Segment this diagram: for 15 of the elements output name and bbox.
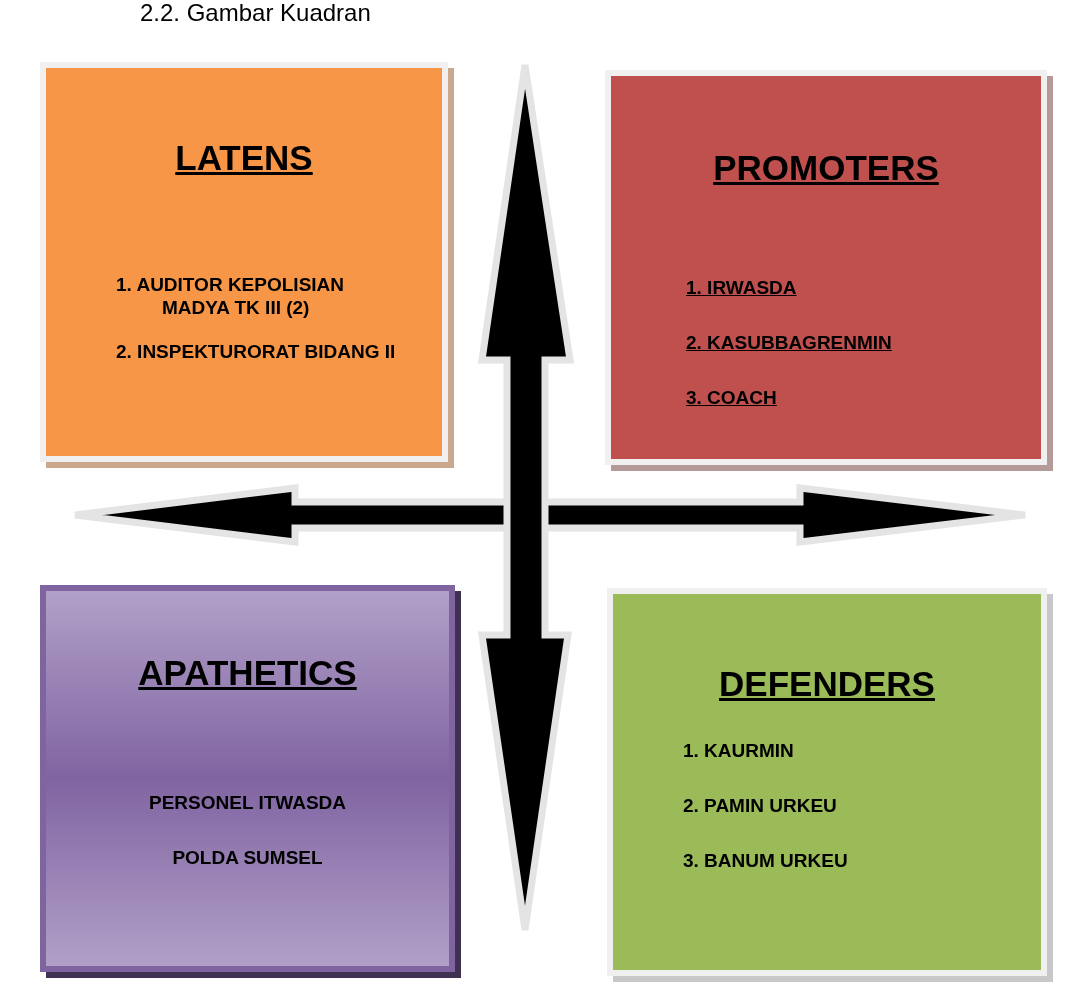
- list-item: 2. KASUBBAGRENMIN: [686, 331, 893, 354]
- quadrant-heading: LATENS: [174, 138, 314, 178]
- list-item: POLDA SUMSEL: [171, 846, 324, 869]
- list-item: 3. BANUM URKEU: [683, 849, 849, 872]
- list-item: 2. PAMIN URKEU: [683, 794, 838, 817]
- quadrant-heading: APATHETICS: [137, 653, 358, 693]
- diagram-title: 2.2. Gambar Kuadran: [140, 0, 371, 26]
- list-item: 1. IRWASDA: [686, 276, 798, 299]
- list-item: 1. AUDITOR KEPOLISIAN MADYA TK III (2): [116, 273, 346, 319]
- list-item: 2. INSPEKTURORAT BIDANG II: [116, 340, 397, 363]
- quadrant-heading: PROMOTERS: [712, 148, 940, 188]
- quadrant-heading: DEFENDERS: [718, 664, 936, 704]
- list-item: 3. COACH: [686, 386, 778, 409]
- list-item: PERSONEL ITWASDA: [147, 791, 348, 814]
- list-item: 1. KAURMIN: [683, 739, 795, 762]
